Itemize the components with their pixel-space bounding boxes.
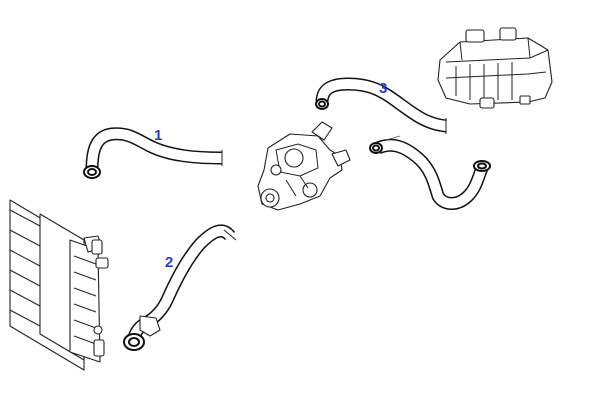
hose-3 (315, 77, 447, 134)
tank-hose-lower (369, 135, 491, 210)
expansion-tank (437, 27, 553, 109)
hose-1 (83, 127, 223, 179)
callout-1: 1 (154, 127, 162, 144)
callout-3: 3 (379, 80, 387, 97)
radiator (9, 199, 109, 371)
hose-2 (123, 224, 237, 351)
thermostat-housing (257, 121, 351, 211)
callout-2: 2 (165, 254, 173, 271)
